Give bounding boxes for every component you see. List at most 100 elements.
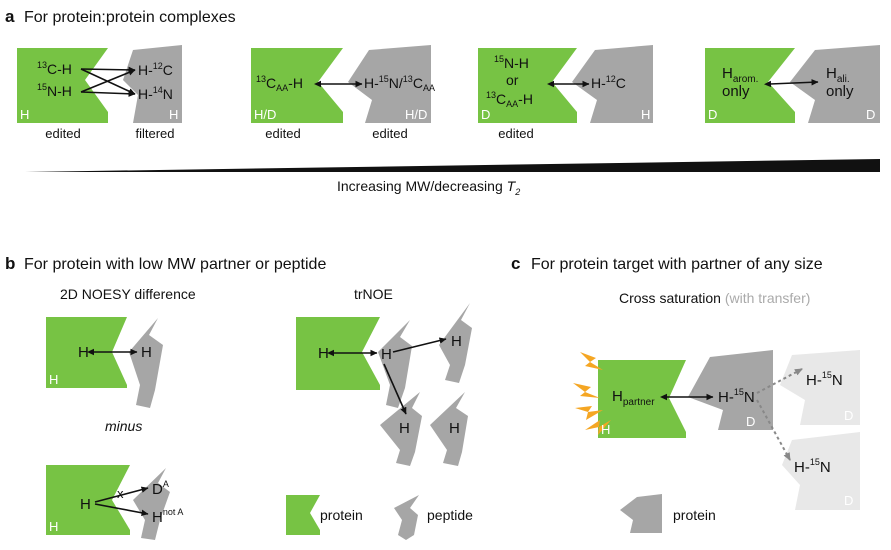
protein-shape [46,317,127,388]
lightning-icon [575,406,603,420]
minus-label: minus [105,418,142,434]
label-h-ali: Hali. [826,65,850,85]
isotope-corner-label: H/D [254,107,276,122]
partner-shape [790,45,880,123]
label-h: H [80,496,91,513]
protein-shape [705,48,795,123]
arrow [383,363,407,415]
double-arrow [764,79,819,88]
label-h: H [141,344,152,361]
label-da: DA [152,479,169,498]
cross-saturation-diagram: Hpartner H-15N H-15N H-15N H D D D [573,350,860,510]
label-h-15n-13caa: H-15N/13CAA [364,74,435,93]
protein-shape [251,48,343,123]
isotope-corner-label: H [49,372,58,387]
peptide-shape [380,392,422,466]
caption-edited: edited [498,126,533,141]
legend-protein-label: protein [320,507,363,523]
caption-edited: edited [372,126,407,141]
label-15n-h: N-H [47,83,72,99]
noesy-bottom: H x DA Hnot A H [46,465,183,540]
lightning-icon [580,352,603,370]
arrow [80,66,136,74]
wedge-label: Increasing MW/decreasing T2 [337,178,520,197]
label-h-15n: H-15N [718,387,755,406]
increasing-mw-wedge [25,159,880,172]
label-only: only [826,83,854,100]
protein-shape [598,360,686,438]
protein-shape [478,48,577,123]
peptide-shape [129,318,163,408]
legend-protein-label: protein [673,507,716,523]
label-h: H [78,344,89,361]
protein-shape [46,465,130,535]
panel-a-scenario-3: 15N-H or 13CAA-H H-12C D H edited [478,45,653,141]
peptide-shape [439,303,472,383]
isotope-sup: 13 [37,60,47,70]
arrow [392,337,447,353]
panel-a-title: For protein:protein complexes [24,9,236,26]
isotope-corner-label: H [169,107,178,122]
label-or: or [506,72,519,88]
label-h-partner: Hpartner [612,388,655,408]
panel-b-letter: b [5,254,15,273]
x-mark: x [117,486,124,501]
noesy-title: 2D NOESY difference [60,286,196,302]
lightning-icon [585,420,611,435]
lightning-icon [573,383,600,398]
panel-a-scenario-1: 13 C-H 15 N-H H-12C H-14N H H edited fil… [17,45,182,141]
isotope-corner-label: D [844,493,853,508]
isotope-corner-label: H [49,519,58,534]
legend-c: protein [620,494,716,533]
isotope-corner-label: D [746,414,755,429]
label-h-12c: H-12C [138,61,173,78]
arrow [80,69,136,93]
legend-peptide-swatch [394,495,419,540]
label-h-15n-top: H-15N [806,370,843,389]
isotope-corner-label: D [481,107,490,122]
label-h-arom: Harom. [722,65,758,85]
peptide-shape [430,392,468,466]
label-h: H [449,420,460,437]
isotope-corner-label: H [601,422,610,437]
arrow [80,90,136,97]
panel-c-title: For protein target with partner of any s… [531,256,823,273]
partner-shape [123,45,182,123]
label-h: H [399,420,410,437]
panel-a-letter: a [5,7,15,26]
caption-filtered: filtered [135,126,174,141]
caption-edited: edited [45,126,80,141]
label-h: H [318,345,329,362]
trnoe-diagram: H H H H H [296,303,472,466]
label-h-12c: H-12C [591,74,626,91]
isotope-corner-label: H [20,107,29,122]
partner-shape [348,45,431,123]
partner-shape [688,350,773,430]
arrow-to-hnota [94,503,149,516]
legend-peptide-label: peptide [427,507,473,523]
label-13caa-h: 13CAA-H [486,90,533,109]
faded-partner-shape [782,432,860,510]
trnoe-title: trNOE [354,286,393,302]
label-13caa-h: 13CAA-H [256,74,303,93]
protein-shape [17,48,108,123]
peptide-shape [133,468,170,540]
peptide-shape [378,320,412,408]
label-h: H [381,346,392,363]
isotope-corner-label: D [708,107,717,122]
label-h-14n: H-14N [138,85,173,102]
legend-b: protein peptide [286,495,473,540]
label-15n-h: 15N-H [494,54,529,71]
panel-c-letter: c [511,254,520,273]
legend-protein-swatch [620,494,662,533]
partner-shape [572,45,653,123]
caption-edited: edited [265,126,300,141]
isotope-corner-label: H [641,107,650,122]
isotope-sup: 15 [37,82,47,92]
arrow-to-da [94,486,149,503]
panel-c-subtitle: Cross saturation (with transfer) [619,290,810,306]
label-h-not-a: Hnot A [152,507,183,526]
legend-protein-swatch [286,495,320,535]
panel-a-scenario-4: Harom. only Hali. only D D [705,45,880,123]
